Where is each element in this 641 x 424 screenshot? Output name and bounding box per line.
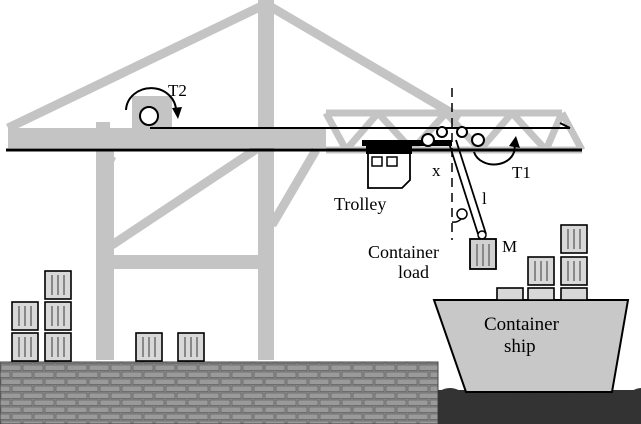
crane-mast [258, 0, 274, 360]
dock-container [135, 332, 163, 362]
t1-arrowhead-icon [509, 136, 520, 148]
dock-container [11, 332, 39, 362]
crane-structure [8, 0, 326, 360]
pendulum-cable [447, 139, 487, 235]
dock-container [177, 332, 205, 362]
label-trolley: Trolley [334, 194, 386, 214]
label-ship-2: ship [504, 336, 536, 357]
swing-angle-indicator [451, 208, 468, 223]
t2-drum [125, 87, 182, 126]
label-container-load-2: load [398, 262, 429, 282]
dock-wall [0, 361, 439, 424]
ship-container [560, 287, 588, 301]
dock-containers [11, 270, 205, 362]
container-load [469, 230, 497, 270]
boom-housing [8, 128, 326, 148]
label-container-load-1: Container [368, 242, 439, 262]
dock-container [44, 332, 72, 362]
label-ship-1: Container [484, 314, 560, 335]
ship-container [560, 224, 588, 254]
label-m: M [502, 237, 517, 256]
ship-container [496, 287, 524, 301]
t2-rotation-arrow [125, 87, 178, 113]
ship-container [527, 256, 555, 286]
label-t2: T2 [168, 81, 187, 100]
trolley [362, 140, 452, 189]
dock-container [11, 301, 39, 331]
t1-indicator [473, 136, 520, 166]
gantry-crossbeam [96, 255, 274, 269]
trolley-wheels [421, 126, 485, 147]
ship-container [560, 256, 588, 286]
boom-cap [96, 122, 110, 130]
t2-arrowhead-icon [172, 107, 182, 119]
crane-braces [6, 0, 463, 249]
dock-container [44, 270, 72, 300]
label-l: l [482, 189, 487, 208]
dock-container [44, 301, 72, 331]
label-x: x [432, 161, 441, 180]
label-t1: T1 [512, 163, 531, 182]
ship-containers [496, 224, 588, 301]
ship-container [527, 287, 555, 301]
